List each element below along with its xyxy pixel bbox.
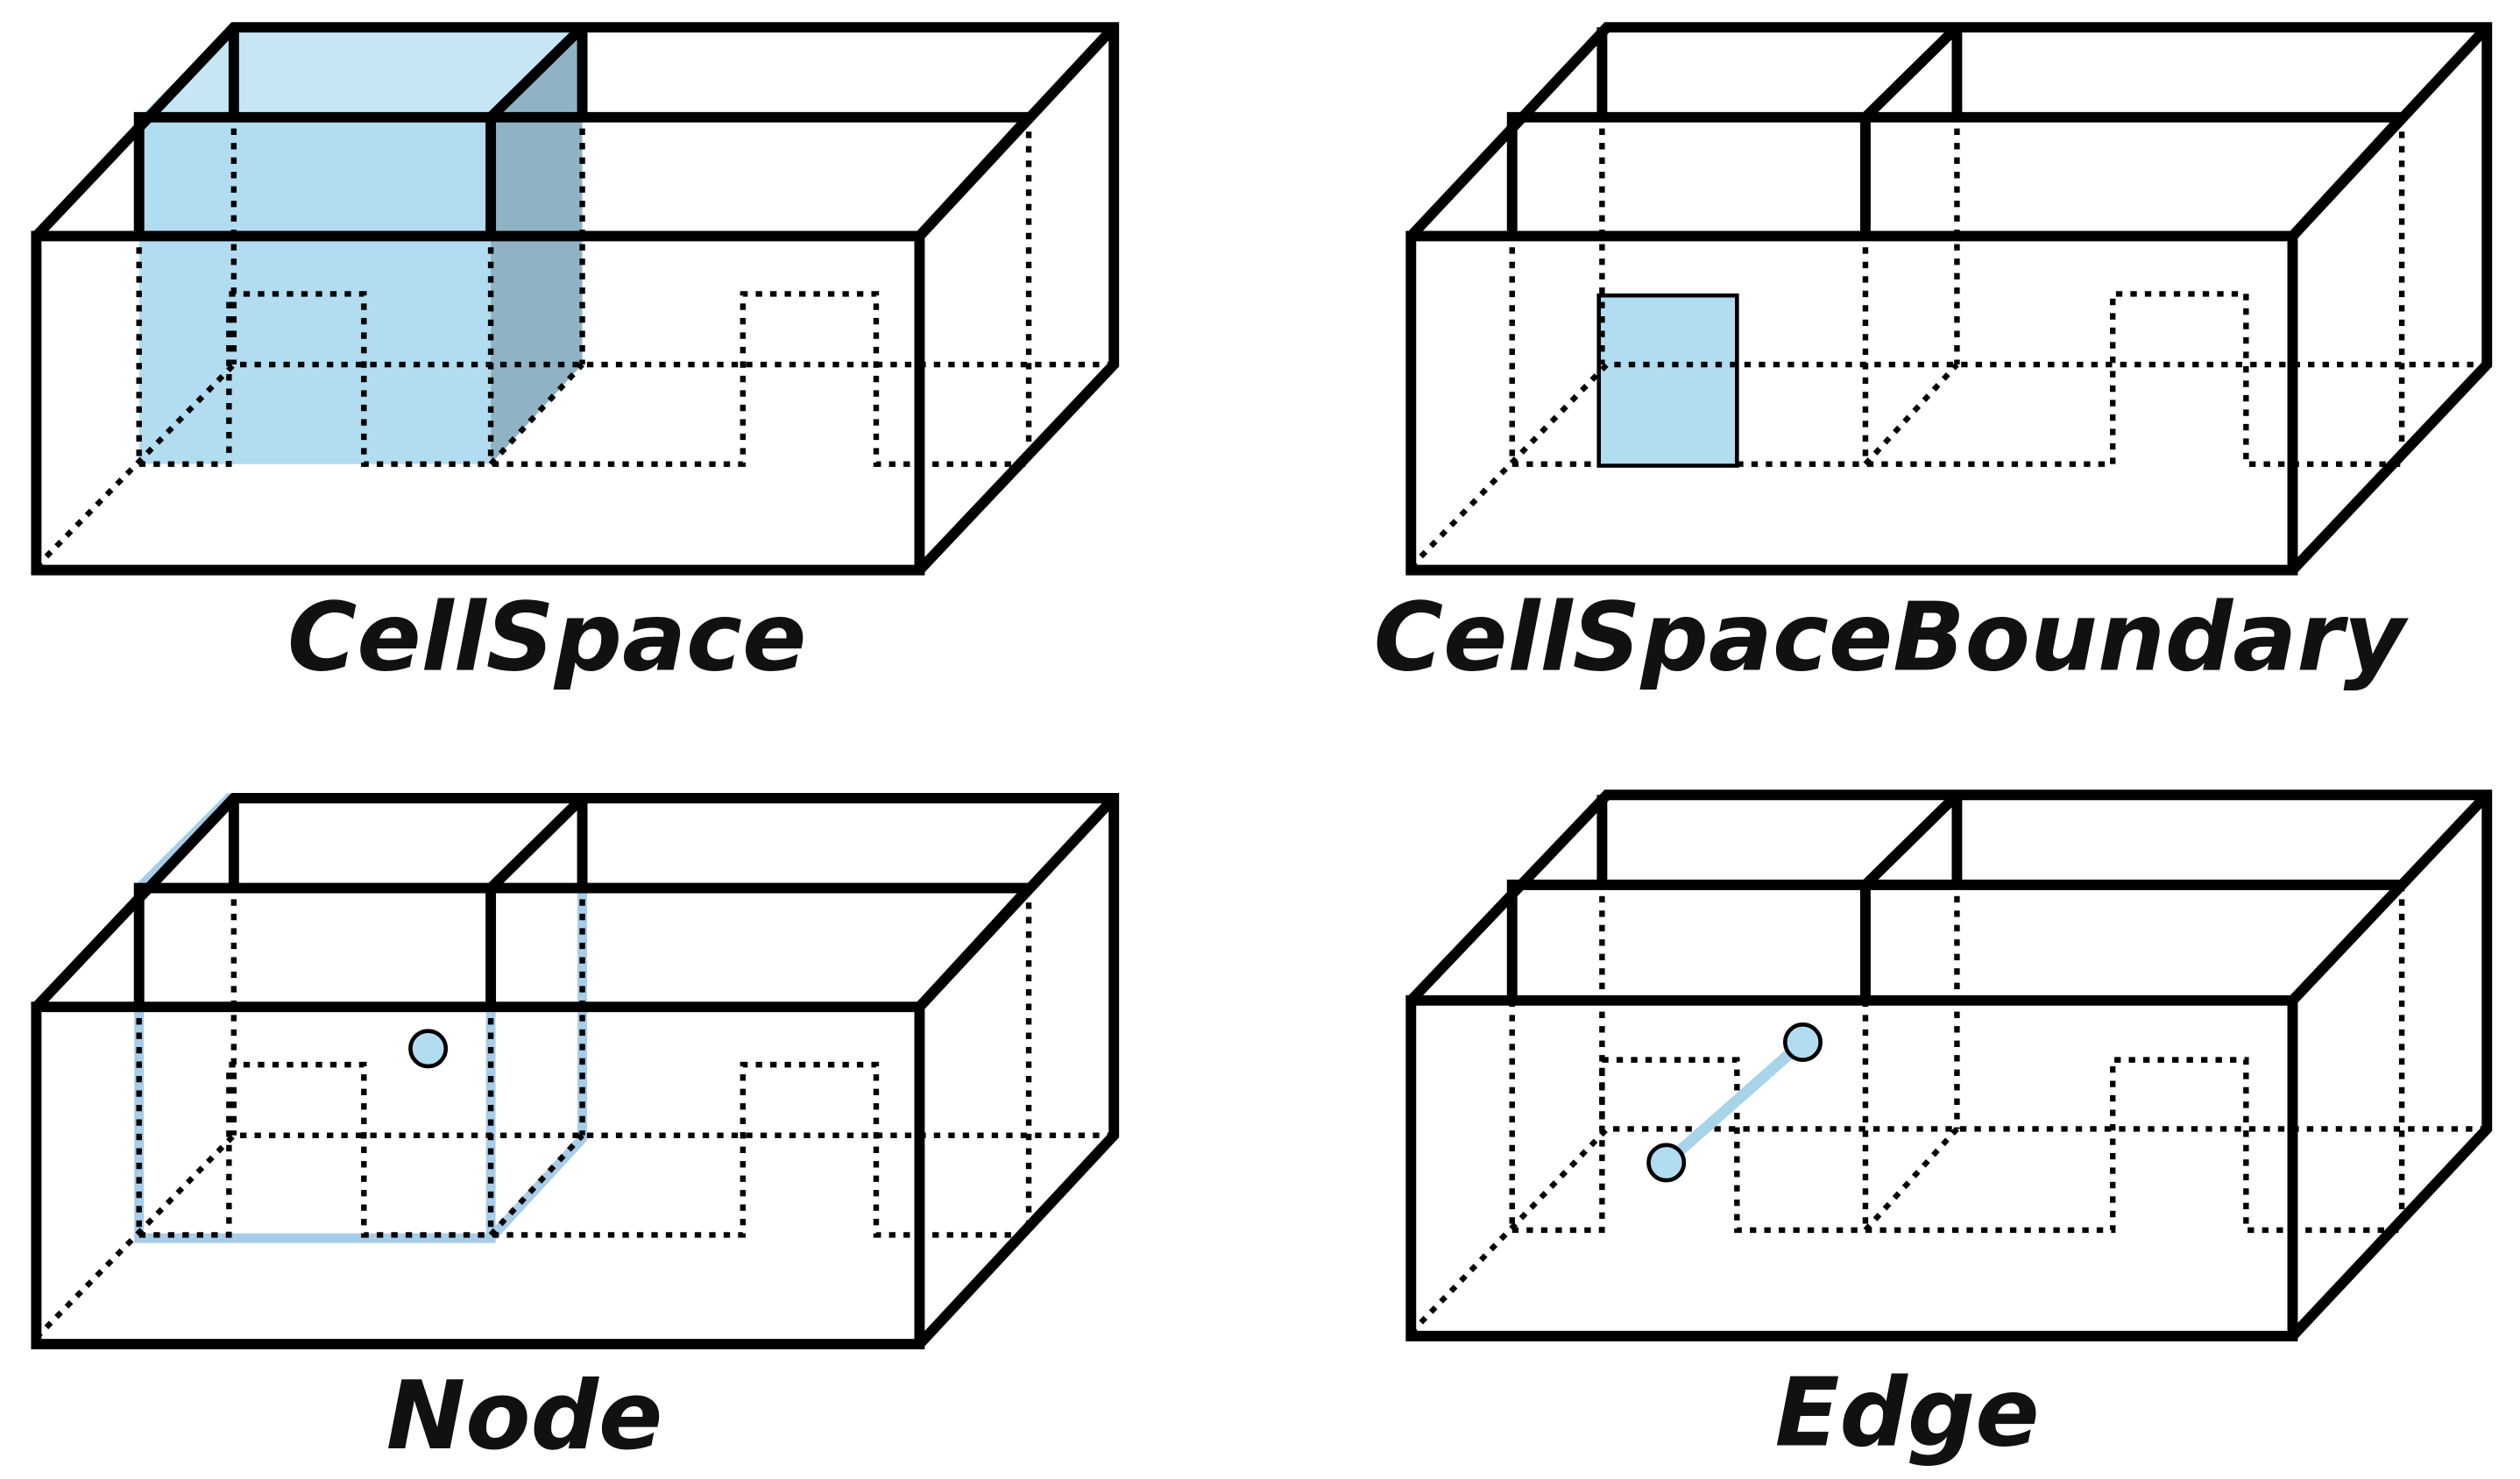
visible-edges: [31, 792, 1120, 1350]
cellspace-top-face: [138, 27, 583, 117]
hidden-edges: [1408, 795, 2488, 1335]
hidden-edges: [34, 797, 1115, 1340]
edge-link: [1660, 1037, 1809, 1169]
boundary-wall-segment: [1596, 293, 1739, 468]
panel-edge: Edge: [1405, 789, 2493, 1468]
panel-cellspaceboundary: CellSpaceBoundary: [1374, 22, 2493, 692]
caption-cellspace: CellSpace: [287, 582, 806, 692]
panel-cellspace: CellSpace: [31, 22, 1120, 692]
caption-cellspaceboundary: CellSpaceBoundary: [1374, 582, 2410, 692]
caption-node: Node: [386, 1361, 663, 1471]
visible-edges: [31, 22, 1120, 576]
visible-edges: [1405, 789, 2493, 1341]
cellspace-side-face: [491, 27, 583, 464]
hidden-edges: [1408, 27, 2488, 570]
visible-edges: [1405, 22, 2493, 576]
node-point: [408, 1029, 449, 1069]
caption-edge: Edge: [1775, 1358, 2040, 1468]
panel-node: Node: [31, 792, 1120, 1471]
cellspace-front-face: [138, 117, 492, 464]
edge-node-start: [1646, 1143, 1687, 1183]
edge-node-end: [1783, 1023, 1823, 1062]
